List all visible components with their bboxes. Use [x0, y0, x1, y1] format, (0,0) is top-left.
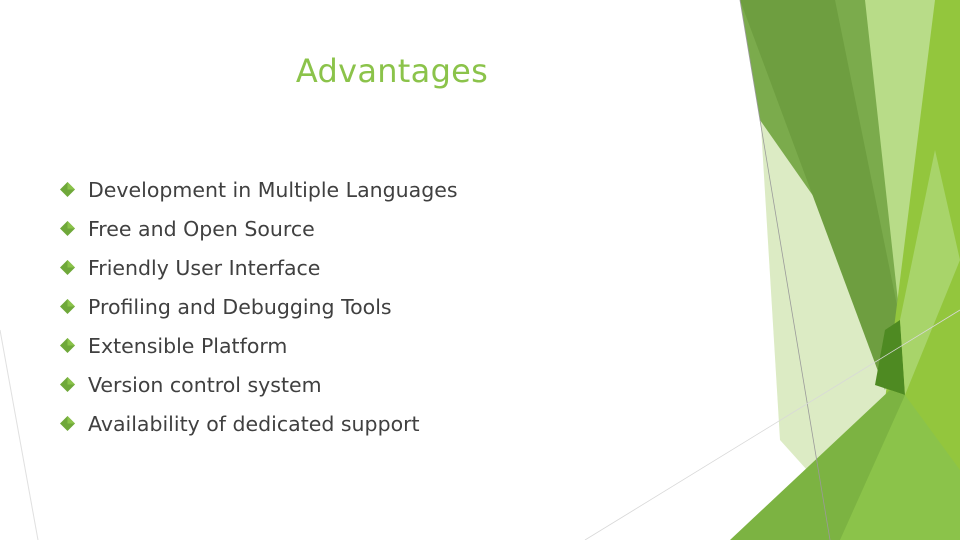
bullet-item: Availability of dedicated support — [60, 404, 458, 443]
slide-title: Advantages — [295, 52, 489, 90]
bullet-item: Extensible Platform — [60, 326, 458, 365]
bullet-text: Profiling and Debugging Tools — [88, 294, 392, 319]
facet-lower-bright — [840, 395, 960, 540]
facet-line-1 — [739, 0, 831, 540]
bullet-item: Profiling and Debugging Tools — [60, 287, 458, 326]
left-edge-line — [0, 329, 39, 540]
diamond-bullet-icon — [60, 416, 75, 431]
bullet-text: Extensible Platform — [88, 333, 288, 358]
bullet-item: Development in Multiple Languages — [60, 170, 458, 209]
bullet-list: Development in Multiple Languages Free a… — [60, 170, 458, 443]
bullet-text: Availability of dedicated support — [88, 411, 420, 436]
diamond-bullet-icon — [60, 182, 75, 197]
bullet-item: Free and Open Source — [60, 209, 458, 248]
facet-line-2 — [584, 309, 960, 540]
diamond-bullet-icon — [60, 377, 75, 392]
bullet-text: Development in Multiple Languages — [88, 177, 458, 202]
diamond-bullet-icon — [60, 221, 75, 236]
bullet-item: Friendly User Interface — [60, 248, 458, 287]
facet-dark-small — [875, 320, 905, 395]
diamond-bullet-icon — [60, 338, 75, 353]
diamond-bullet-icon — [60, 260, 75, 275]
facet-dark — [740, 0, 900, 390]
bullet-text: Free and Open Source — [88, 216, 315, 241]
bullet-text: Friendly User Interface — [88, 255, 321, 280]
bullet-text: Version control system — [88, 372, 322, 397]
bullet-item: Version control system — [60, 365, 458, 404]
facet-light-mid — [900, 150, 960, 395]
diamond-bullet-icon — [60, 299, 75, 314]
